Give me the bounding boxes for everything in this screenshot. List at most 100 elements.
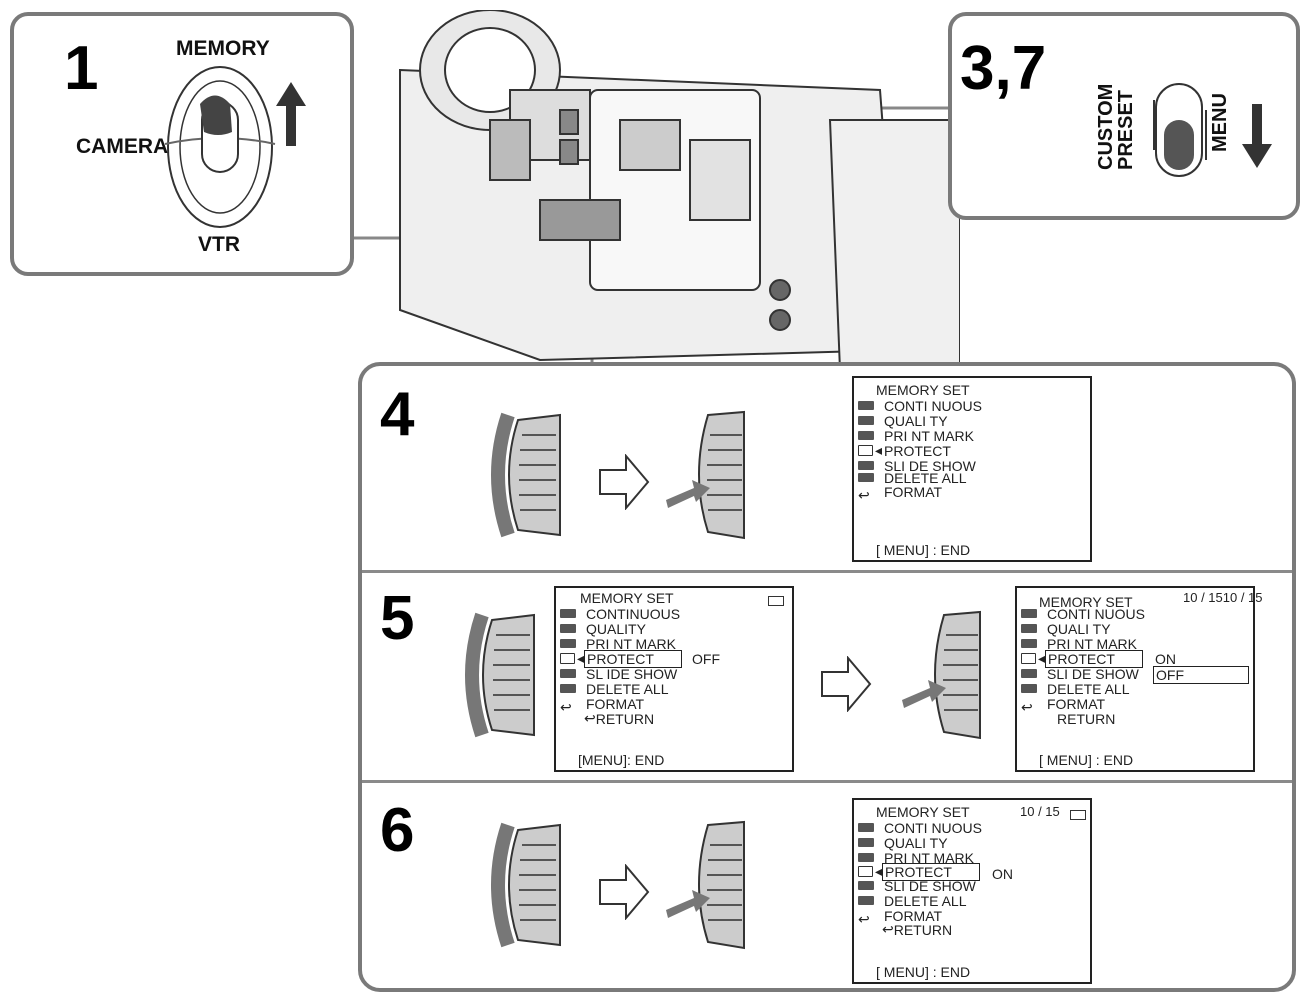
menu-item: CONTI NUOUS [858, 398, 982, 414]
menu-icon [858, 853, 874, 862]
menu-item: SLI DE SHOW [1021, 666, 1139, 682]
menu-item: SLI DE SHOW [858, 878, 976, 894]
menu-item-return[interactable]: ↩RETURN [584, 710, 655, 727]
custom-preset-label: CUSTOM PRESET [1095, 83, 1137, 170]
etc-icon [560, 684, 576, 693]
next-arrow-icon-6 [599, 864, 650, 920]
menu-icon [858, 401, 874, 410]
control-dial-turn-icon-6[interactable] [478, 820, 568, 950]
camcorder-illustration [399, 10, 960, 370]
menu-item: QUALI TY [1021, 621, 1111, 637]
menu-end-hint: [MENU]: END [578, 752, 665, 768]
custom-preset-switch-icon[interactable] [1150, 80, 1210, 180]
menu-title: MEMORY SET [876, 382, 970, 398]
menu-label: MENU [1209, 93, 1231, 152]
camera-label: CAMERA [76, 135, 169, 158]
menu-icon [858, 461, 874, 470]
cassette-icon [1070, 810, 1086, 820]
divider-4-5 [362, 570, 1292, 573]
next-arrow-icon [599, 454, 650, 510]
frame-counter: 10 / 1510 / 15 [1183, 590, 1263, 605]
menu-icon [1021, 669, 1037, 678]
control-dial-press-icon[interactable] [664, 410, 754, 540]
protect-value: OFF [692, 651, 720, 667]
menu-item: DELETE ALL [858, 470, 967, 486]
menu-icon [560, 639, 576, 648]
step-1-number: 1 [64, 34, 99, 103]
menu-icon [1021, 624, 1037, 633]
step-5-number: 5 [380, 584, 415, 653]
menu-end-hint: [ MENU] : END [876, 964, 971, 980]
menu-item: PRI NT MARK [560, 636, 676, 652]
menu-screen-step5b: MEMORY SET 10 / 1510 / 15 CONTI NUOUS QU… [1015, 586, 1263, 772]
cursor-arrow-icon: ◂ [875, 863, 883, 879]
menu-icon [560, 669, 576, 678]
menu-item: DELETE ALL [1021, 681, 1130, 697]
menu-item: QUALI TY [858, 835, 948, 851]
menu-screen-step6: MEMORY SET 10 / 15 CONTI NUOUS QUALI TY … [852, 798, 1092, 984]
menu-item-return[interactable]: RETURN [1057, 710, 1116, 727]
return-arrow-icon: ↩ [882, 921, 894, 937]
menu-item-selected[interactable]: ◂PROTECT [858, 442, 951, 459]
menu-item: PRI NT MARK [858, 850, 974, 866]
menu-item: DELETE ALL [560, 681, 669, 697]
frame-counter: 10 / 15 [1020, 804, 1060, 819]
menu-item: CONTI NUOUS [1021, 606, 1145, 622]
menu-item-return[interactable]: ↩RETURN [882, 921, 953, 938]
cursor-arrow-icon: ◂ [577, 650, 585, 666]
option-on[interactable]: ON [1155, 651, 1176, 667]
option-off-selected[interactable]: OFF [1153, 666, 1249, 684]
control-dial-turn-icon[interactable] [478, 410, 568, 540]
selected-icon [858, 445, 873, 456]
next-arrow-icon-5 [821, 656, 872, 712]
menu-item-selected[interactable]: ◂PROTECT [1021, 649, 1144, 668]
step-6-number: 6 [380, 796, 415, 865]
menu-icon [560, 609, 576, 618]
menu-title: MEMORY SET [1039, 594, 1133, 610]
menu-item: ↩FORMAT [560, 695, 645, 716]
menu-item: PRI NT MARK [858, 428, 974, 444]
menu-item: CONTINUOUS [560, 606, 680, 622]
menu-item: SL IDE SHOW [560, 666, 677, 682]
return-icon: ↩ [1021, 699, 1033, 715]
menu-item: QUALITY [560, 621, 646, 637]
cassette-icon [768, 596, 784, 606]
menu-end-hint: [ MENU] : END [1039, 752, 1134, 768]
memory-label: MEMORY [176, 37, 270, 60]
menu-end-hint: [ MENU] : END [876, 542, 971, 558]
menu-item: DELETE ALL [858, 893, 967, 909]
menu-icon [1021, 609, 1037, 618]
selected-icon [560, 653, 575, 664]
etc-icon [858, 896, 874, 905]
custom-preset-callout [948, 12, 1300, 220]
menu-icon [858, 881, 874, 890]
menu-icon [858, 416, 874, 425]
etc-icon [858, 473, 874, 482]
menu-item: ↩FORMAT [858, 907, 943, 928]
power-switch-icon[interactable] [160, 62, 280, 232]
menu-icon [560, 624, 576, 633]
cursor-arrow-icon: ◂ [875, 442, 883, 458]
step-4-number: 4 [380, 380, 415, 449]
step-3-7-number: 3,7 [960, 34, 1047, 103]
control-dial-press-icon-6[interactable] [664, 820, 754, 950]
return-icon: ↩ [858, 487, 870, 503]
menu-item: QUALI TY [858, 413, 948, 429]
arrow-up-icon [276, 82, 306, 146]
menu-item-selected[interactable]: ◂PROTECT [560, 649, 683, 668]
preset-label: PRESET [1115, 89, 1137, 170]
menu-item-selected[interactable]: ◂PROTECT [858, 862, 981, 881]
menu-title: MEMORY SET [876, 804, 970, 820]
vtr-label: VTR [198, 233, 240, 256]
menu-icon [858, 823, 874, 832]
control-dial-press-icon-5[interactable] [900, 610, 990, 740]
return-arrow-icon: ↩ [584, 710, 596, 726]
return-icon: ↩ [858, 911, 870, 927]
control-dial-turn-icon-5[interactable] [452, 610, 542, 740]
selected-icon [1021, 653, 1036, 664]
custom-label: CUSTOM [1095, 83, 1117, 170]
menu-item: CONTI NUOUS [858, 820, 982, 836]
menu-icon [858, 838, 874, 847]
menu-screen-step4: MEMORY SET CONTI NUOUS QUALI TY PRI NT M… [852, 376, 1092, 562]
menu-item: SLI DE SHOW [858, 458, 976, 474]
